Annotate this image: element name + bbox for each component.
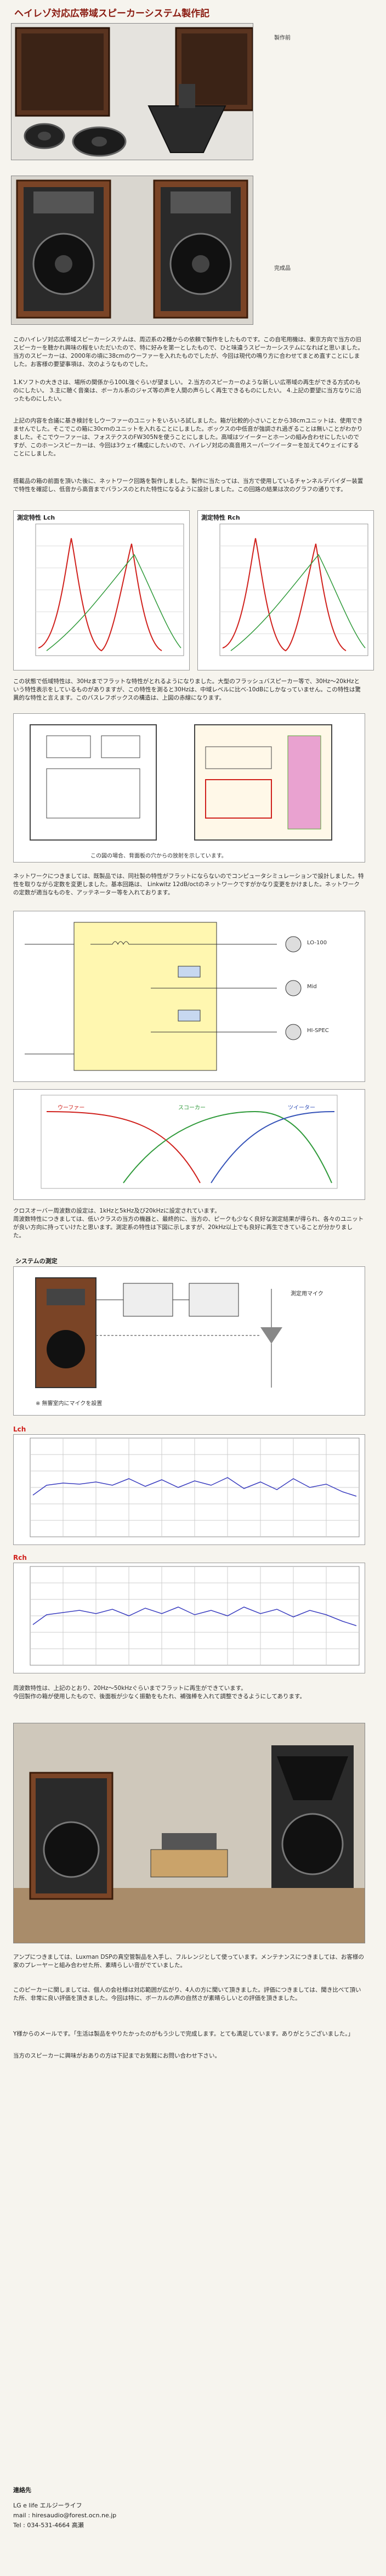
graph-rch [13,1563,365,1673]
footer-mail[interactable]: mail : hiresaudio@forest.ocn.ne.jp [13,2512,117,2519]
left-speaker [16,179,111,319]
footer-tel: Tel : 034-531-4664 高瀬 [13,2522,84,2529]
mic-label: 測定用マイク [291,1291,323,1297]
system-svg [35,1277,282,1388]
room-amp [150,1833,228,1878]
freq-paragraph: 周波数特性は、上記のとおり、20Hz〜50kHzぐらいまでフラットに再生ができて… [13,1685,305,1700]
system-label: システムの測定 [15,1258,58,1265]
room-horn [271,1745,354,1888]
parts-illustration [12,24,253,160]
room-photo [13,1723,365,1943]
crossover-chart: ウーファー スコーカー ツイーター [13,1089,365,1200]
lowfreq-paragraph: この状態で低域特性は、30Hzまでフラットな特性がとれるようになりました。大型の… [13,678,361,701]
page-title: ヘイレゾ対応広帯域スピーカーシステム製作記 [14,8,210,19]
closing-paragraph-4: 当方のスピーカーに興味がおありの方は下記までお気軽にお問い合わせ下さい。 [13,2053,220,2059]
room-left-speaker [29,1772,113,1900]
footer: 連絡先 LG e life エルジーライフ mail : hiresaudio@… [13,2485,116,2530]
rch-plot-title: 測定特性 Rch [201,514,240,521]
box-diagram-svg [30,724,332,841]
circuit-label-hi: HI-SPEC [307,1028,329,1034]
rch-plot-svg [219,523,368,656]
crossover-paragraph: クロスオーバー周波数の設定は、1kHzと5kHz及び20kHzに設定されています… [13,1208,364,1239]
closing-paragraph-1: アンプにつきましては、Luxman DSPの真空管製品を入手し、フルレンジとして… [13,1954,364,1969]
graph-rch-svg [30,1566,360,1666]
measure-paragraph: 搭載品の箱の前面を頂いた後に、ネットワーク回路を製作しました。製作に当たっては、… [13,478,364,493]
network-paragraph: ネットワークにつきましては、既製品では、同社製の特性がフラットにならないのでコン… [13,873,364,896]
footer-signature: 連絡先 [13,2487,31,2494]
complete-caption: 完成品 [274,266,291,272]
room-svg [14,1723,365,1943]
right-speaker [153,179,248,319]
legend-tweeter: ツイーター [288,1105,315,1111]
graph-lch-svg [30,1438,360,1537]
legend-woofer: ウーファー [58,1105,85,1111]
box-diagram: この図の場合、背面板の穴からの放射を示しています。 [13,713,365,863]
speakers-illustration [12,176,253,324]
circuit-label-mid: Mid [307,984,317,990]
lch-plot-svg [35,523,184,656]
mic-note: ※ 無響室内にマイクを設置 [36,1401,103,1407]
circuit-diagram: LO-100 Mid HI-SPEC [13,911,365,1082]
closing-paragraph-3: Y様からのメールです。「生活は製品をやりたかったのがもう少しで完成します。とても… [13,2031,354,2037]
closing-paragraph-2: このピーカーに関しましては、個人の会社様は対応範囲が広がり、4人の方に聞いて頂き… [13,1987,361,2002]
rch-response-plot: 測定特性 Rch [197,510,374,670]
design-paragraph: 上記の内容を合議に基き検討をしウーファーのユニットをいろいろ試しました。箱が比較… [13,418,363,457]
graph-lch-label: Lch [13,1425,26,1433]
intro-paragraph: このハイレゾ対応広帯域スピーカーシステムは、周辺系の2種からの依頼で製作をしたも… [13,336,364,368]
crossover-svg [41,1095,338,1189]
photo-complete [11,176,253,325]
lch-plot-title: 測定特性 Lch [17,514,55,521]
system-diagram: 測定用マイク ※ 無響室内にマイクを設置 [13,1266,365,1416]
footer-company: LG e life エルジーライフ [13,2502,82,2509]
lch-response-plot: 測定特性 Lch [13,510,190,670]
requirements-list: 1.Kソフトの大きさは、場所の関係から100L強ぐらいが望ましい。 2.当方のス… [13,379,361,402]
legend-midrange: スコーカー [178,1105,206,1111]
box-note: この図の場合、背面板の穴からの放射を示しています。 [90,853,227,859]
photo-parts [11,23,253,160]
graph-rch-label: Rch [13,1554,27,1562]
graph-lch [13,1434,365,1545]
circuit-label-lo: LO-100 [307,940,327,946]
circuit-svg [25,922,302,1071]
parts-caption: 製作前 [274,35,291,41]
